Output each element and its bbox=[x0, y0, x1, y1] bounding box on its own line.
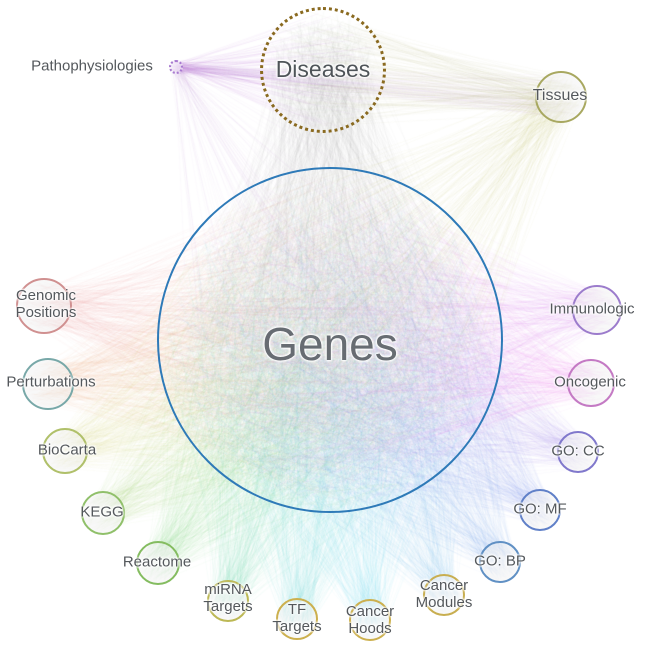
node-mirna-targets[interactable] bbox=[207, 580, 249, 622]
node-go-cc[interactable] bbox=[557, 431, 599, 473]
node-tf-targets[interactable] bbox=[276, 598, 318, 640]
node-cancer-modules[interactable] bbox=[423, 574, 465, 616]
node-kegg[interactable] bbox=[81, 491, 125, 535]
node-genes[interactable] bbox=[157, 167, 503, 513]
node-perturbations[interactable] bbox=[22, 358, 74, 410]
node-biocarta[interactable] bbox=[42, 428, 88, 474]
node-go-mf[interactable] bbox=[519, 489, 561, 531]
label-pathophysiologies: Pathophysiologies bbox=[31, 57, 153, 75]
node-go-bp[interactable] bbox=[479, 541, 521, 583]
node-pathophysiologies[interactable] bbox=[169, 60, 183, 74]
node-immunologic[interactable] bbox=[572, 285, 622, 335]
node-oncogenic[interactable] bbox=[567, 359, 615, 407]
node-genomic-positions[interactable] bbox=[16, 278, 72, 334]
node-diseases[interactable] bbox=[260, 7, 386, 133]
node-reactome[interactable] bbox=[136, 541, 180, 585]
node-tissues[interactable] bbox=[535, 71, 587, 123]
node-cancer-hoods[interactable] bbox=[349, 599, 391, 641]
